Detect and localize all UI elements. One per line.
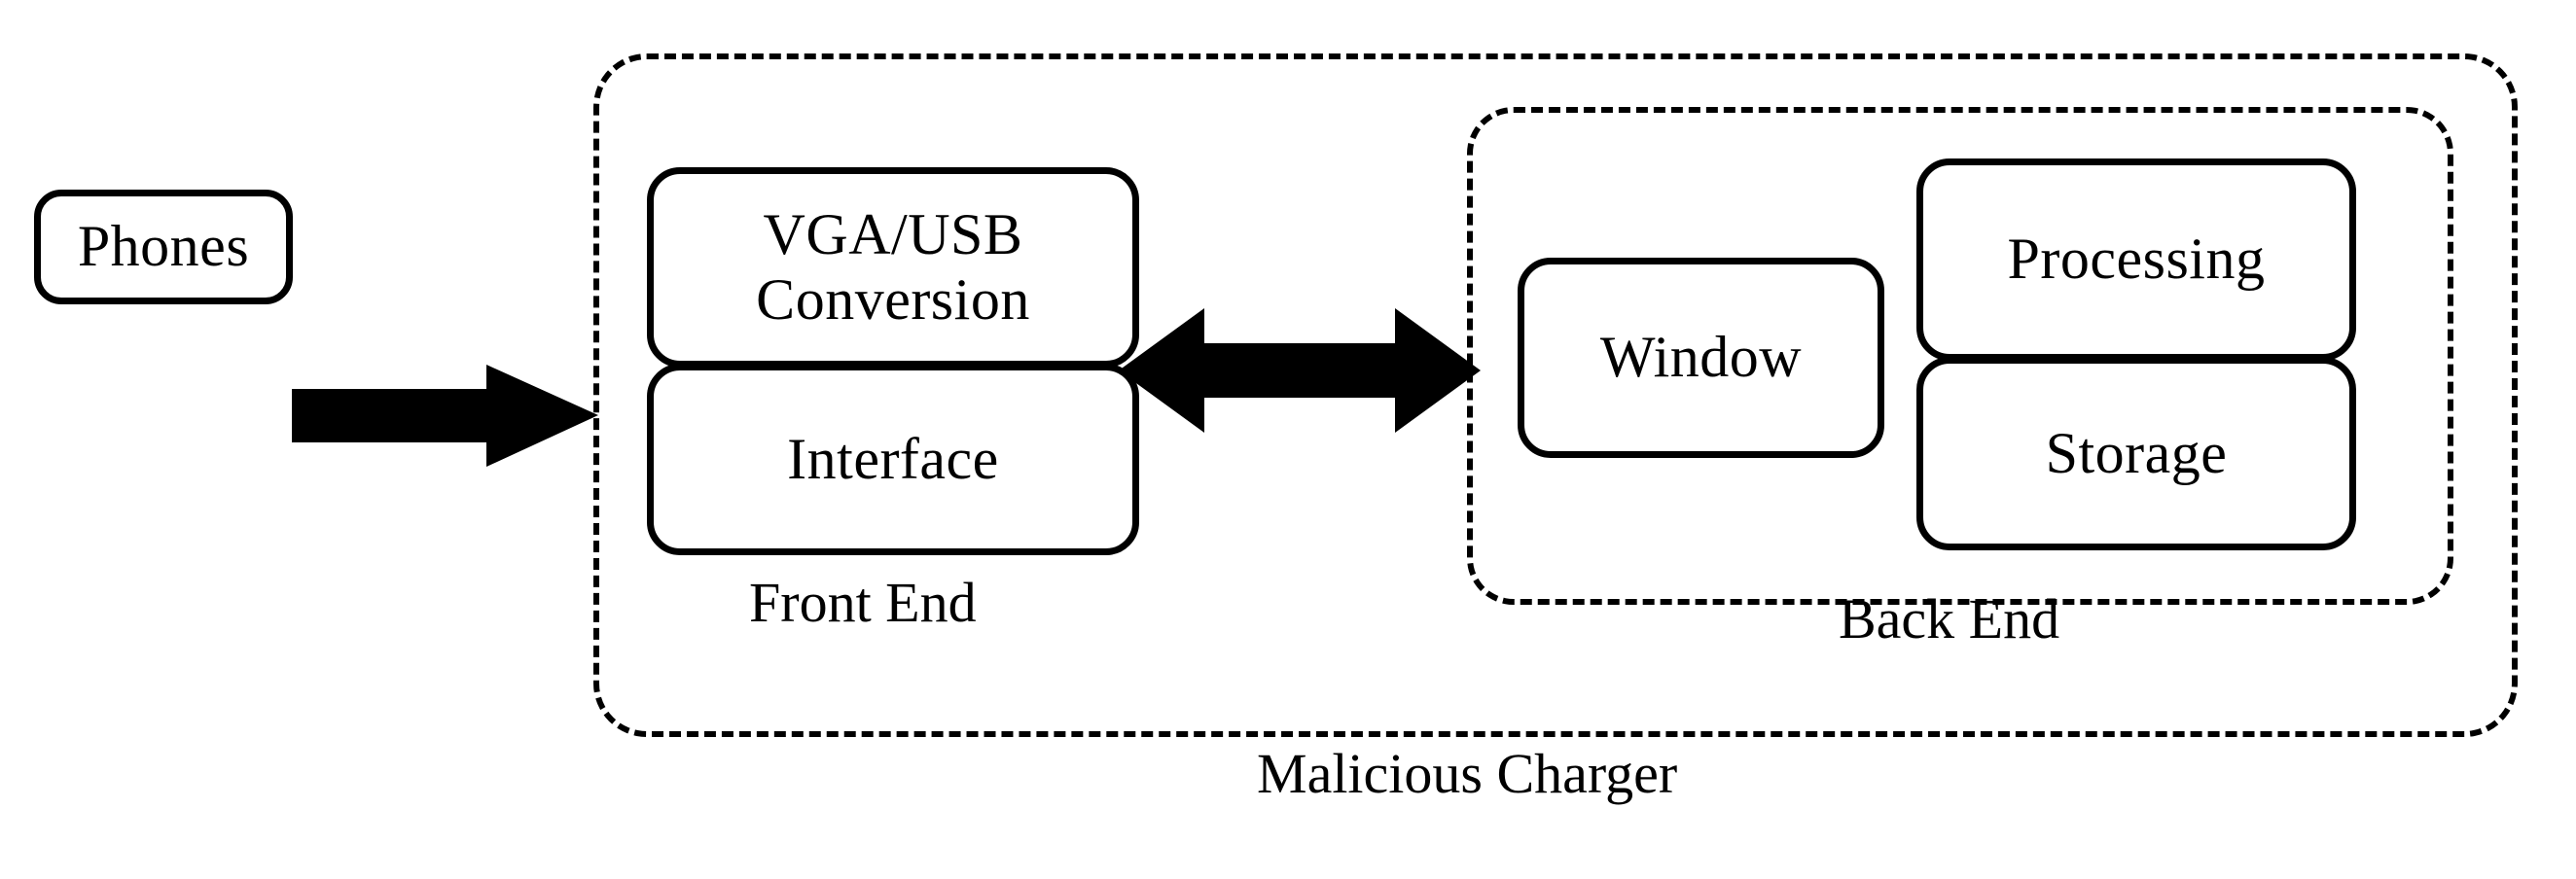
node-processing-label: Processing	[2007, 227, 2266, 292]
group-malicious-charger-label: Malicious Charger	[1257, 742, 1678, 805]
group-malicious-charger	[593, 53, 2518, 737]
node-interface: Interface	[647, 364, 1139, 555]
group-back-end-label: Back End	[1839, 587, 2060, 650]
node-phones: Phones	[34, 190, 293, 304]
node-processing: Processing	[1916, 158, 2356, 361]
node-phones-label: Phones	[77, 214, 250, 279]
node-interface-label: Interface	[787, 426, 999, 491]
group-front-end-label: Front End	[749, 571, 977, 634]
node-storage-label: Storage	[2045, 420, 2228, 485]
group-back-end	[1467, 107, 2453, 605]
node-storage: Storage	[1916, 357, 2356, 550]
arrow-phones-to-front-end	[292, 365, 598, 467]
node-window-label: Window	[1599, 325, 1803, 390]
node-vga-usb-conversion: VGA/USB Conversion	[647, 167, 1139, 368]
node-window: Window	[1518, 258, 1884, 458]
arrow-front-end-to-back-end	[1119, 308, 1481, 433]
node-vga-usb-conversion-label: VGA/USB Conversion	[756, 201, 1030, 332]
